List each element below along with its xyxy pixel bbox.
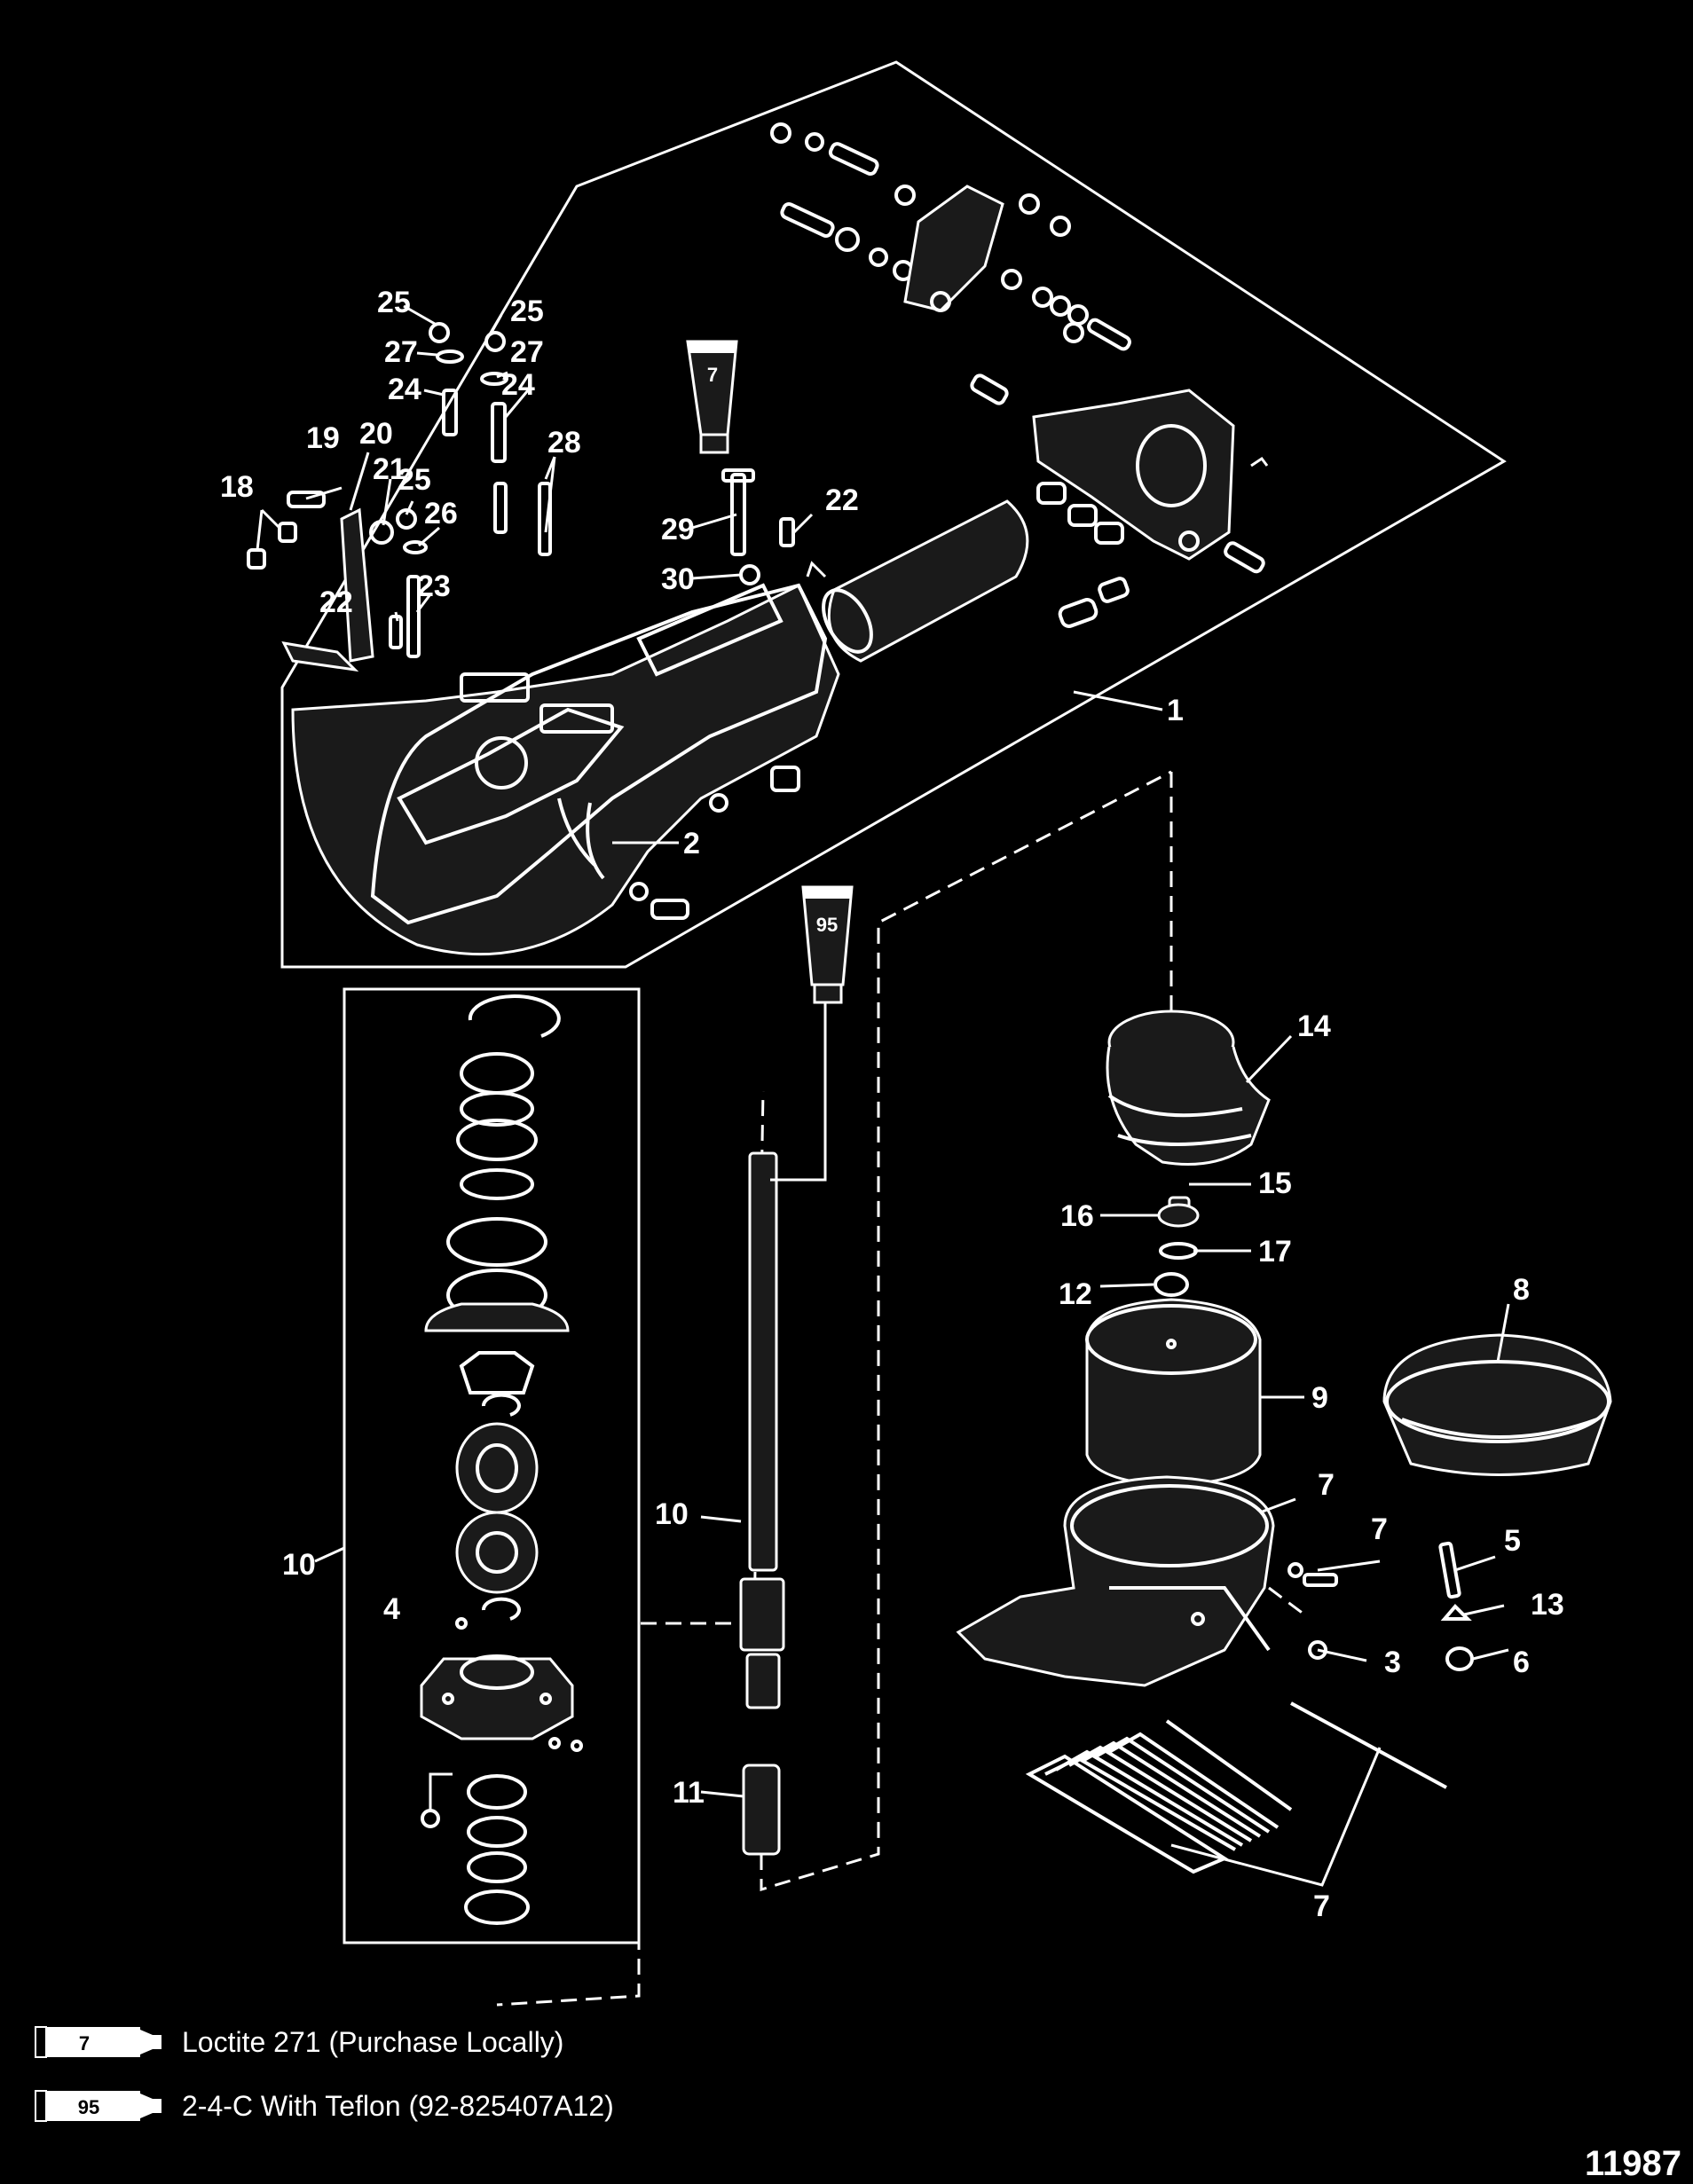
impeller-and-nozzle	[956, 772, 1612, 1874]
callout-20: 20	[359, 417, 393, 451]
callout-8: 8	[1513, 1273, 1530, 1307]
leader-lines	[256, 304, 1510, 1887]
callout-7b: 7	[1371, 1512, 1388, 1546]
callout-9: 9	[1311, 1381, 1328, 1415]
legend-item-teflon: 95 2-4-C With Teflon (92-825407A12)	[35, 2090, 614, 2122]
callout-6: 6	[1513, 1646, 1530, 1679]
callout-30: 30	[661, 562, 695, 596]
callout-18: 18	[220, 470, 254, 504]
legend-text-loctite: Loctite 271 (Purchase Locally)	[182, 2026, 563, 2058]
legend-text-teflon: 2-4-C With Teflon (92-825407A12)	[182, 2090, 614, 2122]
loctite-tube-tag: 7	[707, 364, 718, 386]
callout-25a: 25	[377, 286, 411, 319]
callout-13: 13	[1531, 1588, 1564, 1622]
callout-10a: 10	[655, 1497, 689, 1531]
callout-2: 2	[683, 827, 700, 860]
callout-14: 14	[1297, 1010, 1331, 1043]
drive-shaft	[637, 770, 1172, 1892]
callout-15: 15	[1258, 1167, 1292, 1200]
callout-11: 11	[673, 1776, 705, 1810]
callout-22a: 22	[319, 585, 353, 619]
callout-12: 12	[1059, 1277, 1092, 1311]
callout-28: 28	[547, 426, 581, 460]
callout-19: 19	[306, 421, 340, 455]
diagram-reference-number: 11987	[1585, 2144, 1681, 2183]
callout-25c: 25	[398, 463, 431, 497]
callout-27a: 27	[384, 335, 418, 369]
callout-24b: 24	[501, 368, 535, 402]
callout-24a: 24	[388, 373, 421, 406]
callout-23: 23	[417, 570, 451, 603]
callout-16: 16	[1060, 1199, 1094, 1233]
linkage-hardware	[770, 122, 1269, 628]
callout-27b: 27	[510, 335, 544, 369]
callout-17: 17	[1258, 1235, 1292, 1269]
bearing-seal-stack	[420, 994, 583, 1925]
legend-tag-7: 7	[79, 2032, 90, 2054]
callout-29: 29	[661, 513, 695, 546]
pump-housing	[291, 583, 840, 956]
callout-3: 3	[1384, 1646, 1401, 1679]
loctite-tube: 7	[686, 340, 738, 454]
callout-4: 4	[383, 1592, 400, 1626]
legend-tag-95: 95	[78, 2096, 99, 2118]
grate-bars	[1025, 1701, 1447, 1874]
callout-labels: 1 2 3 4 5 6 7 7 7 8 9 10 10 11 12 13 14 …	[220, 286, 1564, 1923]
teflon-tube-tag: 95	[816, 914, 838, 936]
callout-7a: 7	[1318, 1468, 1335, 1502]
callout-7c: 7	[1313, 1889, 1330, 1923]
callout-22b: 22	[825, 483, 859, 517]
callout-25b: 25	[510, 295, 544, 328]
callout-5: 5	[1504, 1524, 1521, 1558]
callout-21: 21	[373, 452, 406, 486]
legend-item-loctite: 7 Loctite 271 (Purchase Locally)	[35, 2026, 563, 2058]
callout-26: 26	[424, 497, 458, 530]
housing-tube	[822, 499, 1029, 663]
callout-10b: 10	[282, 1548, 316, 1582]
legend: 7 Loctite 271 (Purchase Locally) 95 2-4-…	[35, 2026, 614, 2122]
callout-1: 1	[1167, 694, 1184, 727]
teflon-tube: 95	[801, 885, 854, 1004]
housing-group-outline	[280, 60, 1507, 969]
